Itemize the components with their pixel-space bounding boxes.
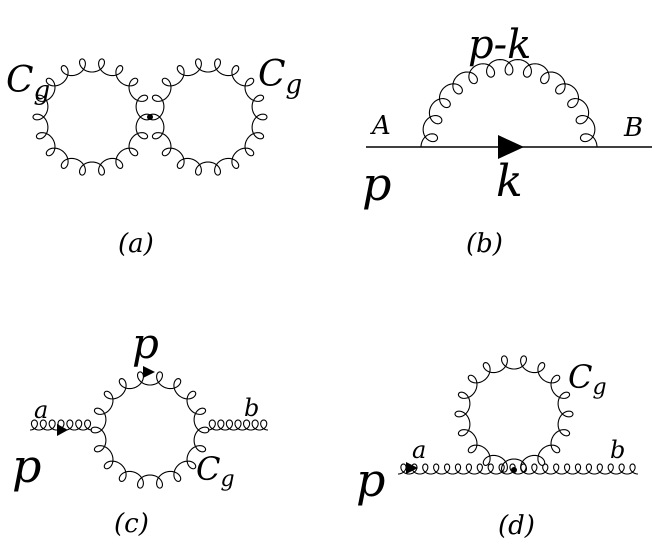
arrow <box>406 462 418 474</box>
panel-c: p a b p Cg (c) <box>12 319 269 539</box>
gluon-loop-right <box>148 58 268 176</box>
label-index-a: a <box>34 396 48 424</box>
label-right-c: Cg <box>258 54 302 100</box>
label-index-b: b <box>244 394 259 422</box>
gluon-loop-left <box>32 58 152 176</box>
label-index-a: a <box>412 436 426 464</box>
caption-c: (c) <box>114 509 149 539</box>
vertex-dot <box>511 467 517 473</box>
gluon-loop <box>90 371 210 489</box>
caption-b: (b) <box>466 229 503 259</box>
arrow-top <box>143 366 155 378</box>
caption-d: (d) <box>498 511 535 541</box>
label-loop-p: p <box>132 319 159 368</box>
arrow-left <box>57 424 68 436</box>
label-index-b: b <box>610 436 625 464</box>
label-vertex-b: B <box>623 113 643 143</box>
panel-a: Cg Cg (a) <box>6 54 302 259</box>
gluon-arc <box>420 58 598 148</box>
gluon-line <box>397 463 639 475</box>
panel-d: Cg a b p (d) <box>356 355 639 541</box>
label-p-minus-k: p-k <box>468 22 531 68</box>
fermion-arrow <box>498 135 524 159</box>
caption-a: (a) <box>118 229 154 259</box>
panel-b: p-k A B p k (b) <box>362 22 652 259</box>
gluon-line-right <box>207 419 269 431</box>
label-k: k <box>496 156 523 207</box>
label-c-g: Cg <box>196 450 235 492</box>
label-vertex-a: A <box>370 111 391 141</box>
vertex-dot <box>147 114 153 120</box>
label-incoming-p: p <box>356 453 385 507</box>
gluon-line-left <box>29 419 93 431</box>
label-left-c: Cg <box>6 60 50 106</box>
gluon-loop <box>454 355 574 473</box>
label-incoming-p: p <box>12 439 41 493</box>
label-incoming-p: p <box>362 157 391 211</box>
label-c-g: Cg <box>568 358 607 400</box>
